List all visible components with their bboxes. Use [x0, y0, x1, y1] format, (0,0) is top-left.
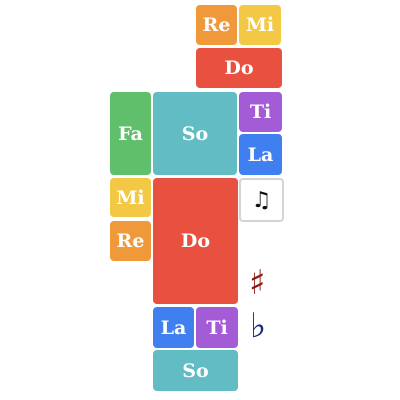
tile-re-left[interactable]: Re	[110, 221, 151, 261]
tile-re-top[interactable]: Re	[196, 5, 237, 45]
tile-label: Do	[180, 230, 211, 252]
tile-label: Ti	[206, 316, 228, 339]
tile-do-big[interactable]: Do	[153, 178, 238, 304]
music-note-button[interactable]: ♫	[239, 178, 284, 222]
music-note-icon: ♫	[251, 187, 272, 213]
tile-label: La	[160, 316, 187, 339]
tile-label: Do	[224, 57, 254, 79]
tile-label: So	[181, 122, 209, 145]
tile-label: Ti	[249, 101, 272, 123]
tile-la-right[interactable]: La	[239, 134, 282, 175]
flat-icon[interactable]: ♭	[250, 306, 267, 346]
sharp-icon[interactable]: ♯	[249, 263, 266, 303]
tile-mi-left[interactable]: Mi	[110, 178, 151, 217]
tile-label: Fa	[118, 122, 143, 145]
tile-fa[interactable]: Fa	[110, 92, 151, 175]
tile-do-top[interactable]: Do	[196, 48, 282, 88]
tile-label: So	[182, 359, 209, 382]
tile-mi-top[interactable]: Mi	[239, 5, 281, 45]
tile-so-middle[interactable]: So	[153, 92, 237, 175]
tile-label: Re	[116, 230, 145, 252]
tile-la-bottom[interactable]: La	[153, 307, 194, 348]
tile-ti-right[interactable]: Ti	[239, 92, 282, 132]
tile-so-bottom[interactable]: So	[153, 350, 238, 391]
tile-label: Re	[202, 14, 231, 36]
tile-label: La	[247, 143, 274, 166]
tile-ti-bottom[interactable]: Ti	[196, 307, 238, 348]
tile-label: Mi	[116, 186, 145, 209]
tile-label: Mi	[245, 14, 275, 36]
